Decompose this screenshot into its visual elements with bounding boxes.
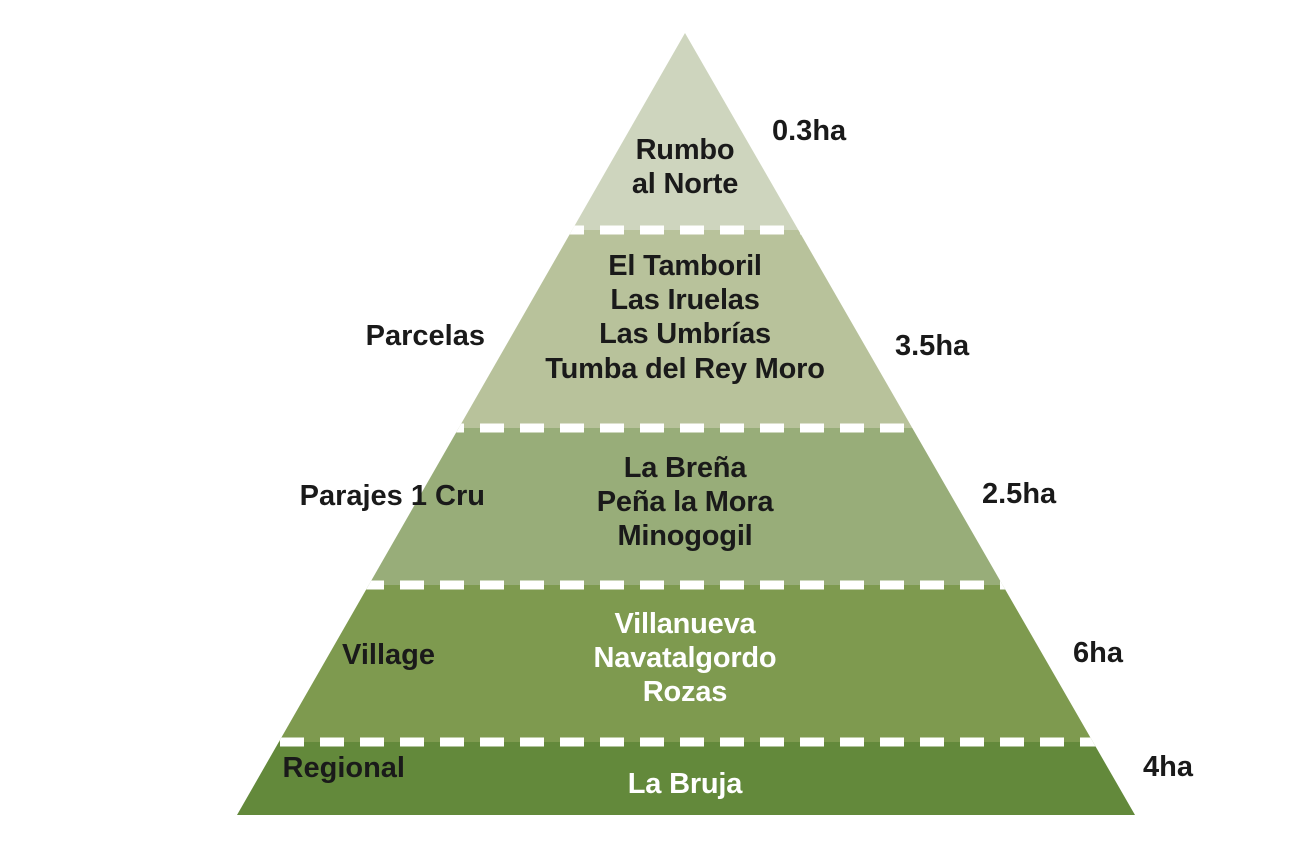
pyramid-level-3-category-label: Parajes 1 Cru <box>299 480 485 512</box>
pyramid-level-4-category-label: Village <box>342 639 435 671</box>
pyramid-bands <box>237 33 1135 815</box>
pyramid-level-3-area-label: 2.5ha <box>982 478 1057 510</box>
pyramid-level-2-area-label: 3.5ha <box>895 330 970 362</box>
pyramid-band-1 <box>237 33 1135 230</box>
pyramid-level-5-area-label: 4ha <box>1143 751 1193 783</box>
pyramid-level-5-category-label: Regional <box>282 752 405 784</box>
pyramid-level-2-category-label: Parcelas <box>365 320 485 352</box>
pyramid-band-4 <box>237 585 1135 742</box>
pyramid-level-1-area-label: 0.3ha <box>772 115 847 147</box>
pyramid-level-4-area-label: 6ha <box>1073 637 1123 669</box>
pyramid-band-5 <box>237 742 1135 815</box>
